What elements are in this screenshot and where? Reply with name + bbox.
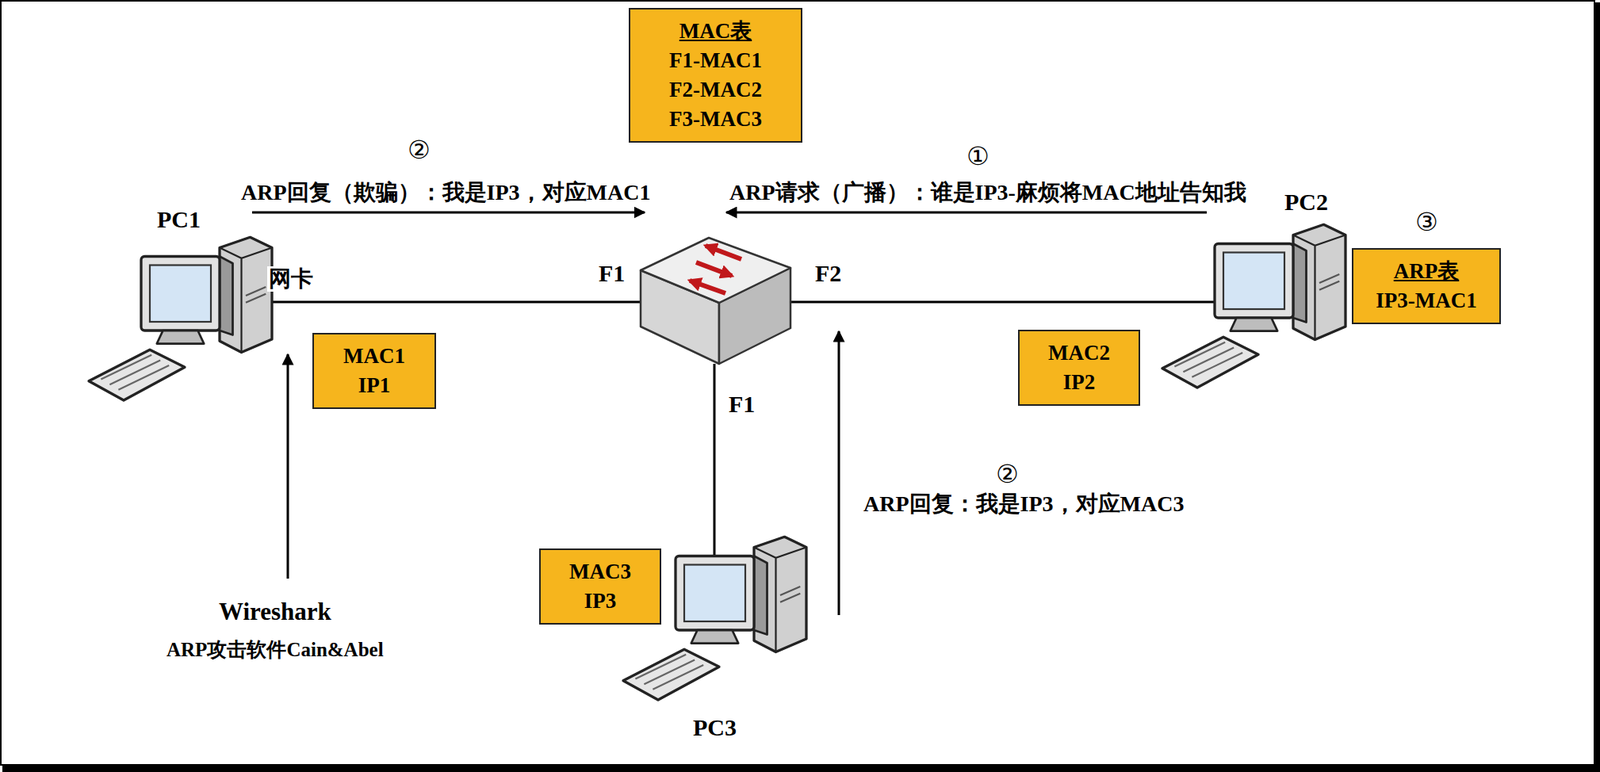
callout-number: ② bbox=[994, 459, 1021, 490]
table-heading: MAC表 bbox=[679, 16, 752, 46]
callout-number: ① bbox=[964, 141, 992, 172]
callout-number: ③ bbox=[1413, 207, 1440, 238]
box-text: IP3 bbox=[584, 586, 617, 617]
box-text: MAC1 bbox=[343, 341, 406, 372]
host-name: PC3 bbox=[691, 714, 739, 743]
port-label: F1 bbox=[597, 260, 627, 288]
message-arrows bbox=[252, 212, 1207, 616]
nic-label: 网卡 bbox=[267, 266, 315, 292]
table-heading: ARP表 bbox=[1393, 256, 1460, 287]
pc-icons bbox=[88, 224, 1346, 701]
box-text: IP1 bbox=[358, 371, 391, 401]
switch-icon bbox=[640, 237, 791, 364]
box-text: F3-MAC3 bbox=[669, 104, 762, 134]
box-text: F1-MAC1 bbox=[669, 45, 762, 76]
arp-table-box: ARP表IP3-MAC1 bbox=[1351, 248, 1501, 325]
message-label: ARP回复（欺骗）：我是IP3，对应MAC1 bbox=[239, 179, 652, 206]
box-text: IP3-MAC1 bbox=[1375, 286, 1477, 316]
box-text: MAC3 bbox=[569, 557, 632, 587]
port-label: F2 bbox=[813, 260, 843, 288]
address-box: MAC2IP2 bbox=[1018, 329, 1141, 406]
box-text: MAC2 bbox=[1048, 338, 1111, 368]
address-box: MAC3IP3 bbox=[539, 548, 662, 625]
port-label: F1 bbox=[727, 390, 757, 419]
mac-table-box: MAC表F1-MAC1F2-MAC2F3-MAC3 bbox=[628, 7, 803, 143]
address-box: MAC1IP1 bbox=[312, 333, 437, 410]
host-name: PC1 bbox=[155, 206, 203, 234]
host-name: PC2 bbox=[1282, 188, 1330, 217]
tool-name: Wireshark bbox=[217, 597, 334, 627]
message-label: ARP回复：我是IP3，对应MAC3 bbox=[861, 491, 1186, 517]
box-text: IP2 bbox=[1063, 367, 1096, 398]
callout-number: ② bbox=[405, 135, 433, 165]
message-label: ARP请求（广播）：谁是IP3-麻烦将MAC地址告知我 bbox=[727, 179, 1248, 206]
tool-name: ARP攻击软件Cain&Abel bbox=[164, 639, 386, 663]
box-text: F2-MAC2 bbox=[669, 75, 762, 105]
